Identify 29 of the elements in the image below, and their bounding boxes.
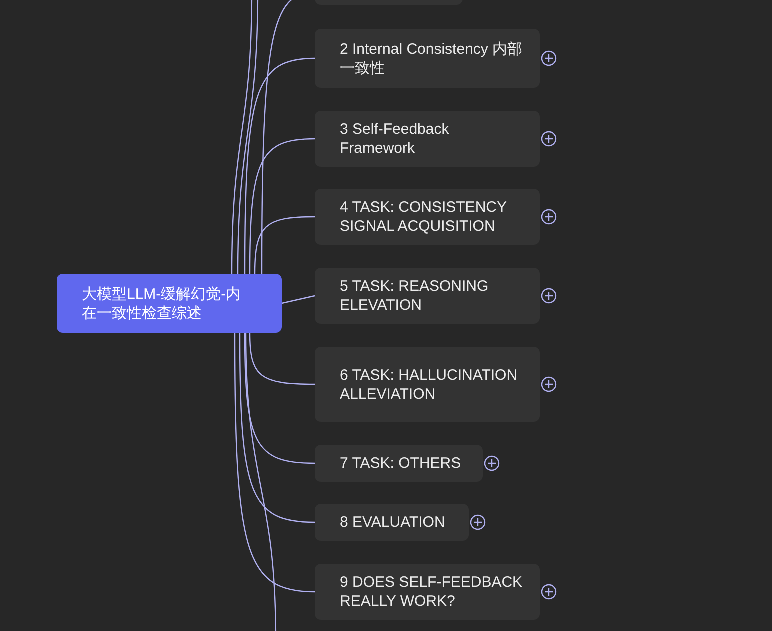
topic-box: [315, 111, 540, 167]
topic-text: 大模型LLM-缓解幻觉-内在一致性检查综述: [82, 284, 242, 322]
topic-text: 5 TASK: REASONING ELEVATION: [340, 277, 490, 315]
topic-text: 3 Self-Feedback Framework: [340, 120, 450, 158]
connector-line: [231, 0, 253, 274]
connector-line: [282, 295, 316, 304]
topic-box: [315, 504, 469, 541]
connector-line: [234, 333, 316, 593]
connector-line: [254, 216, 316, 274]
topic-text: 8 EVALUATION: [340, 513, 446, 532]
topic-box: [315, 268, 540, 324]
topic-text: 9 DOES SELF-FEEDBACK REALLY WORK?: [340, 573, 524, 611]
connector-line: [237, 0, 259, 274]
topic-box: [315, 564, 540, 620]
connector-line: [249, 138, 316, 274]
connector-line: [239, 333, 316, 524]
topic-box: [315, 347, 540, 422]
topic-text: 4 TASK: CONSISTENCY SIGNAL ACQUISITION: [340, 198, 508, 236]
topic-box: [315, 29, 540, 88]
topic-box: [315, 189, 540, 245]
topic-text: 6 TASK: HALLUCINATION ALLEVIATION: [340, 366, 519, 404]
connector-line: [244, 333, 316, 464]
connector-line: [244, 58, 316, 274]
central-topic-box: [57, 274, 282, 333]
topic-text: 7 TASK: OTHERS: [340, 454, 462, 473]
topic-text: 2 Internal Consistency 内部一致性: [340, 40, 524, 78]
connector-line: [249, 332, 315, 386]
topic-box: [315, 445, 483, 482]
connector-line: [245, 332, 277, 631]
